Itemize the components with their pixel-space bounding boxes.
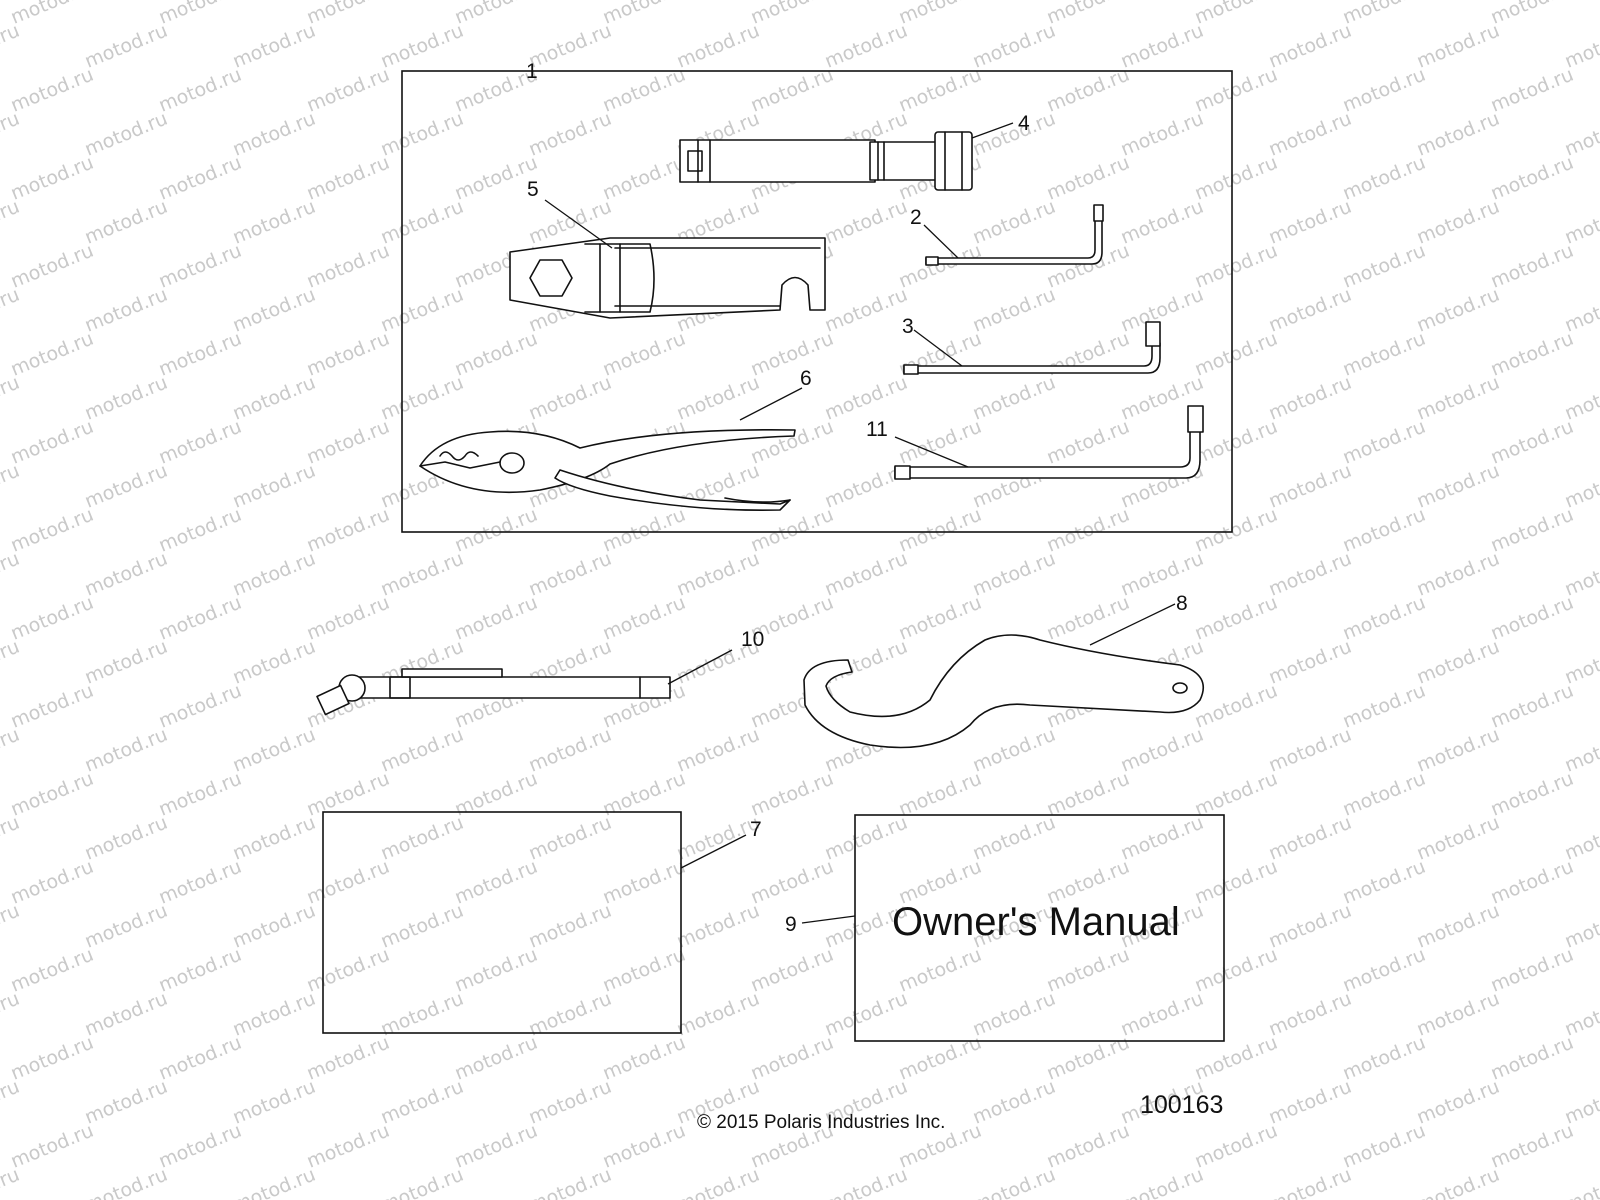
callout-9: 9 <box>785 913 797 936</box>
owners-manual-title: Owner's Manual <box>892 900 1180 944</box>
spanner-wrench-tool <box>803 634 1205 749</box>
decal-card <box>322 811 682 1034</box>
callout-7: 7 <box>750 818 762 841</box>
figure-number: 100163 <box>1140 1091 1223 1119</box>
tool-kit-frame <box>401 70 1233 533</box>
tire-gauge-tool <box>316 668 671 716</box>
owners-manual-book <box>854 814 1225 1042</box>
leader-lines <box>544 122 1176 924</box>
torx-key-medium-tool <box>903 321 1161 375</box>
callout-4: 4 <box>1018 112 1030 135</box>
combination-wrench-tool <box>509 237 826 319</box>
callout-8: 8 <box>1176 592 1188 615</box>
torx-key-small-tool <box>925 204 1104 266</box>
callout-11: 11 <box>866 418 888 441</box>
socket-extension-tool <box>679 131 973 191</box>
callout-2: 2 <box>910 206 922 229</box>
torx-key-large-tool <box>894 405 1204 480</box>
callout-6: 6 <box>800 367 812 390</box>
callout-1: 1 <box>526 60 538 83</box>
callout-5: 5 <box>527 178 539 201</box>
callout-3: 3 <box>902 315 914 338</box>
pliers-tool <box>419 429 796 512</box>
copyright-notice: © 2015 Polaris Industries Inc. <box>697 1112 945 1133</box>
callout-10: 10 <box>741 628 764 651</box>
